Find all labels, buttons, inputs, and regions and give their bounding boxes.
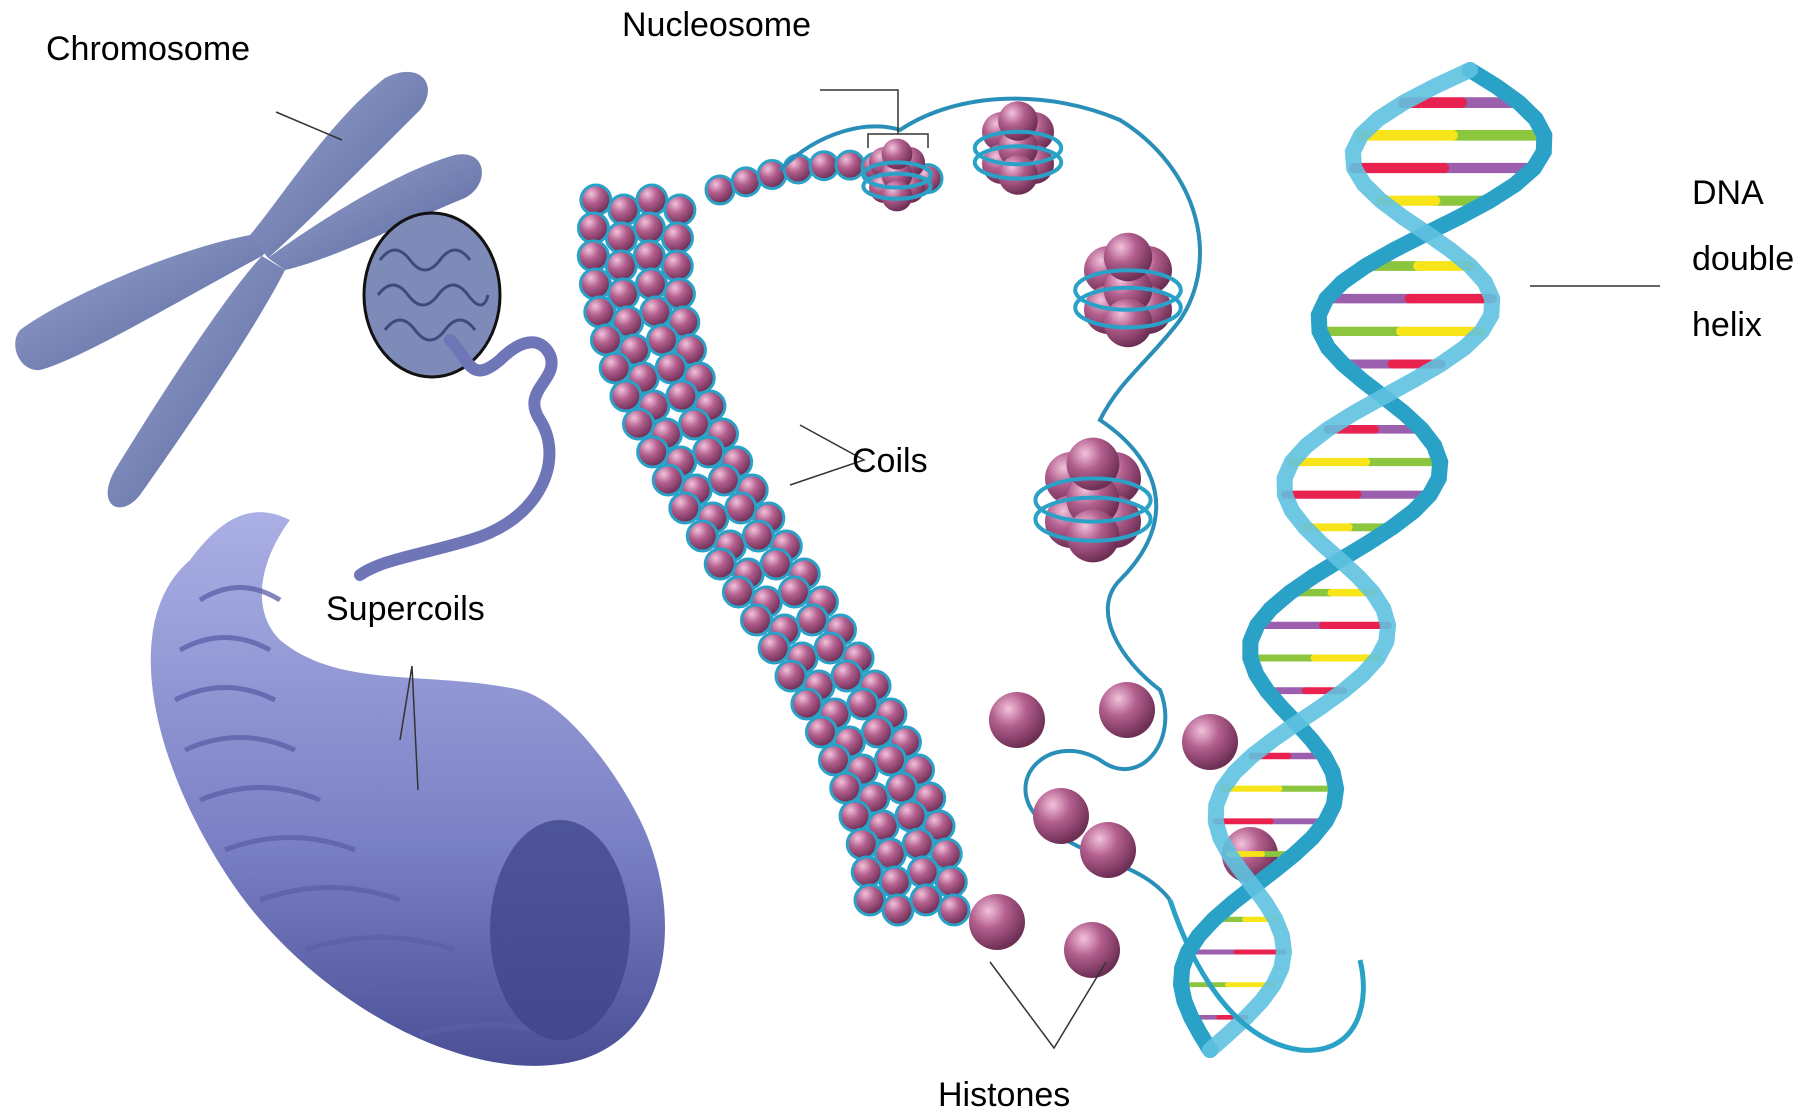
fiber-bead: [641, 297, 671, 327]
fiber-bead: [732, 168, 760, 196]
fiber-bead: [636, 269, 666, 299]
fiber-bead: [606, 251, 636, 281]
fiber-bead: [792, 689, 822, 719]
histone: [1080, 822, 1136, 878]
histone: [1033, 788, 1089, 844]
fiber-bead: [609, 195, 639, 225]
nucleosome: [975, 101, 1061, 195]
dna-label-line-1: DNA: [1692, 160, 1794, 226]
fiber-bead: [911, 885, 941, 915]
fiber-bead: [848, 689, 878, 719]
histone: [1182, 714, 1238, 770]
chromosome-label: Chromosome: [46, 32, 250, 66]
nucleosome: [1075, 233, 1181, 347]
histone: [969, 894, 1025, 950]
fiber-bead: [606, 223, 636, 253]
fiber-bead: [687, 521, 717, 551]
fiber-bead: [662, 223, 692, 253]
fiber-bead: [761, 549, 791, 579]
dna-double-helix-label: DNA double helix: [1692, 160, 1794, 358]
fiber-bead: [847, 829, 877, 859]
fiber-bead: [653, 465, 683, 495]
fiber-bead: [634, 213, 664, 243]
fiber-bead: [896, 801, 926, 831]
fiber-bead: [862, 717, 892, 747]
fiber-bead: [810, 152, 838, 180]
fiber-bead: [723, 577, 753, 607]
fiber-bead: [836, 151, 864, 179]
histone: [1099, 682, 1155, 738]
fiber-bead: [939, 895, 969, 925]
dna-backbone: [1181, 70, 1544, 1050]
histone: [1064, 922, 1120, 978]
fiber-bead: [832, 661, 862, 691]
fiber-bead: [665, 195, 695, 225]
fiber-bead: [679, 409, 709, 439]
fiber-bead: [743, 521, 773, 551]
fiber-bead: [726, 493, 756, 523]
fiber-bead: [903, 829, 933, 859]
fiber-bead: [637, 185, 667, 215]
fiber-bead: [831, 773, 861, 803]
coils-label: Coils: [852, 444, 928, 478]
dna-double-helix-illustration: [1170, 70, 1544, 1050]
fiber-bead: [706, 176, 734, 204]
fiber-bead: [759, 633, 789, 663]
fiber-bead: [880, 867, 910, 897]
fiber-bead: [852, 857, 882, 887]
fiber-bead: [741, 605, 771, 635]
fiber-bead: [656, 353, 686, 383]
coiled-fiber-illustration: [578, 151, 969, 925]
fiber-bead: [623, 409, 653, 439]
supercoils-label: Supercoils: [326, 592, 485, 626]
fiber-bead: [887, 773, 917, 803]
histone: [989, 692, 1045, 748]
fiber-bead: [578, 241, 608, 271]
fiber-bead: [779, 577, 809, 607]
fiber-bead: [670, 493, 700, 523]
fiber-bead: [591, 325, 621, 355]
fiber-bead: [806, 717, 836, 747]
fiber-bead: [705, 549, 735, 579]
chromosome-illustration: [15, 72, 551, 575]
free-histones: [969, 682, 1278, 978]
fiber-bead: [580, 269, 610, 299]
fiber-bead: [634, 241, 664, 271]
fiber-bead: [883, 895, 913, 925]
fiber-bead: [819, 745, 849, 775]
fiber-bead: [662, 251, 692, 281]
fiber-bead: [908, 857, 938, 887]
fiber-bead: [840, 801, 870, 831]
nucleosome: [1035, 438, 1150, 563]
fiber-bead: [709, 465, 739, 495]
fiber-bead: [611, 381, 641, 411]
fiber-bead: [578, 213, 608, 243]
chromosome-leader: [276, 112, 342, 140]
fiber-bead: [585, 297, 615, 327]
fiber-bead: [936, 867, 966, 897]
fiber-bead: [667, 381, 697, 411]
fiber-bead: [581, 185, 611, 215]
nucleosome-label: Nucleosome: [622, 8, 811, 42]
fiber-bead: [784, 155, 812, 183]
dna-label-line-3: helix: [1692, 292, 1794, 358]
fiber-bead: [875, 745, 905, 775]
fiber-bead: [647, 325, 677, 355]
dna-label-line-2: double: [1692, 226, 1794, 292]
fiber-bead: [638, 437, 668, 467]
histones-label: Histones: [938, 1078, 1070, 1112]
fiber-bead: [855, 885, 885, 915]
fiber-bead: [758, 161, 786, 189]
fiber-bead: [600, 353, 630, 383]
fiber-bead: [694, 437, 724, 467]
fiber-bead: [797, 605, 827, 635]
fiber-bead: [776, 661, 806, 691]
fiber-bead: [815, 633, 845, 663]
